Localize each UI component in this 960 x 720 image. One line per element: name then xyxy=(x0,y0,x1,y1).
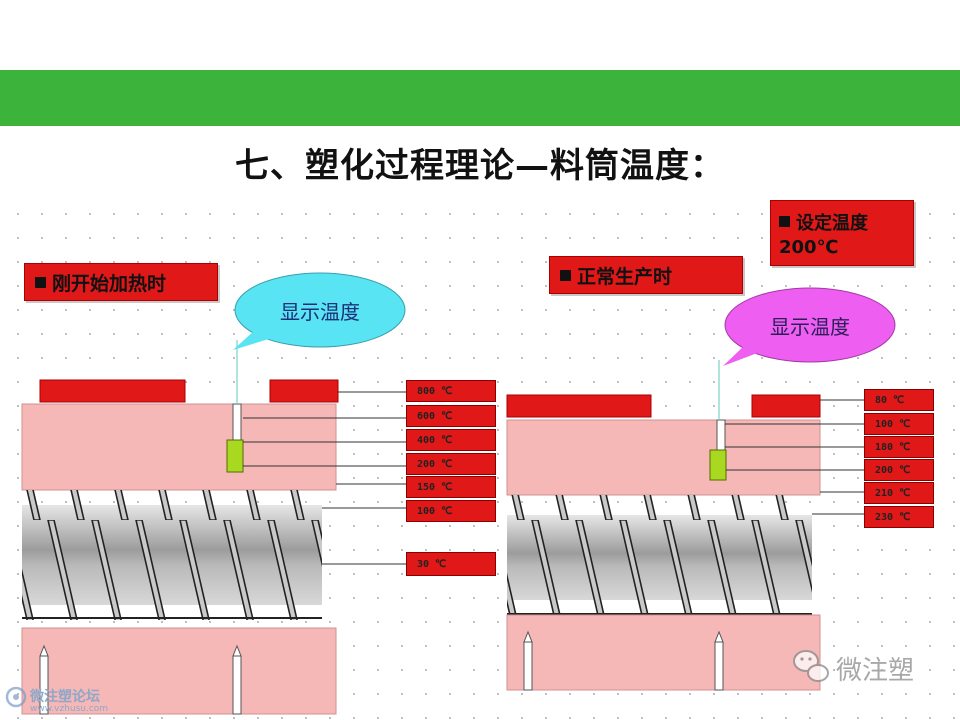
left-display-temp-bubble xyxy=(233,272,406,350)
bullet-square-icon xyxy=(35,276,46,288)
setpoint-label: 设定温度 200℃ xyxy=(770,200,914,266)
wechat-watermark-brand: 微注塑 xyxy=(836,656,915,686)
slide-title: 七、塑化过程理论—料筒温度： xyxy=(235,146,725,186)
left-heater-band-1 xyxy=(39,379,186,403)
right-display-temp-bubble xyxy=(723,287,896,366)
left-temp-label: 150 ℃ xyxy=(406,476,496,498)
forum-logo-icon xyxy=(5,686,27,708)
bullet-square-icon xyxy=(779,216,790,227)
header-band xyxy=(0,70,960,126)
left-state-label: 刚开始加热时 xyxy=(24,263,218,301)
left-barrel-lower xyxy=(21,627,337,715)
right-temp-label: 100 ℃ xyxy=(864,413,934,435)
right-bubble-text: 显示温度 xyxy=(770,315,850,339)
left-temp-label: 400 ℃ xyxy=(406,429,496,451)
right-barrel-upper xyxy=(506,419,821,496)
left-temp-label: 200 ℃ xyxy=(406,453,496,475)
left-probe-bottom-1 xyxy=(39,644,49,715)
left-bubble-text: 显示温度 xyxy=(280,300,360,324)
left-temp-label: 30 ℃ xyxy=(406,552,496,576)
setpoint-value: 200℃ xyxy=(779,236,839,258)
wechat-icon xyxy=(793,650,829,682)
left-thermocouple-sensor xyxy=(226,439,244,473)
bullet-square-icon xyxy=(560,269,571,281)
right-temp-label: 80 ℃ xyxy=(864,389,934,411)
left-screw-flights xyxy=(22,490,322,620)
right-temp-label: 180 ℃ xyxy=(864,436,934,458)
right-state-label-text: 正常生产时 xyxy=(577,265,673,288)
setpoint-label-text: 设定温度 xyxy=(796,212,868,234)
right-probe-bottom-2 xyxy=(714,630,724,691)
left-heater-band-2 xyxy=(269,379,339,403)
left-barrel-assembly xyxy=(21,340,406,715)
right-probe-bottom-1 xyxy=(523,630,533,691)
left-temp-label: 800 ℃ xyxy=(406,380,496,402)
right-heater-band-2 xyxy=(751,394,821,418)
right-barrel-assembly xyxy=(506,360,864,691)
forum-watermark-brand: 微注塑论坛 xyxy=(30,689,100,705)
right-temp-label: 200 ℃ xyxy=(864,459,934,481)
right-screw-flights xyxy=(507,495,812,615)
left-barrel-upper xyxy=(21,403,337,491)
right-thermocouple-sensor xyxy=(709,449,727,481)
left-temp-label: 100 ℃ xyxy=(406,500,496,522)
right-heater-band-1 xyxy=(506,394,652,418)
right-barrel-lower xyxy=(506,614,821,691)
right-temp-label: 210 ℃ xyxy=(864,482,934,504)
left-probe-bottom-2 xyxy=(232,644,242,715)
left-state-label-text: 刚开始加热时 xyxy=(52,272,167,295)
left-temp-label: 600 ℃ xyxy=(406,405,496,427)
right-temp-label: 230 ℃ xyxy=(864,506,934,528)
right-state-label: 正常生产时 xyxy=(549,256,743,294)
forum-watermark-url: www.vzhusu.com xyxy=(30,704,109,714)
